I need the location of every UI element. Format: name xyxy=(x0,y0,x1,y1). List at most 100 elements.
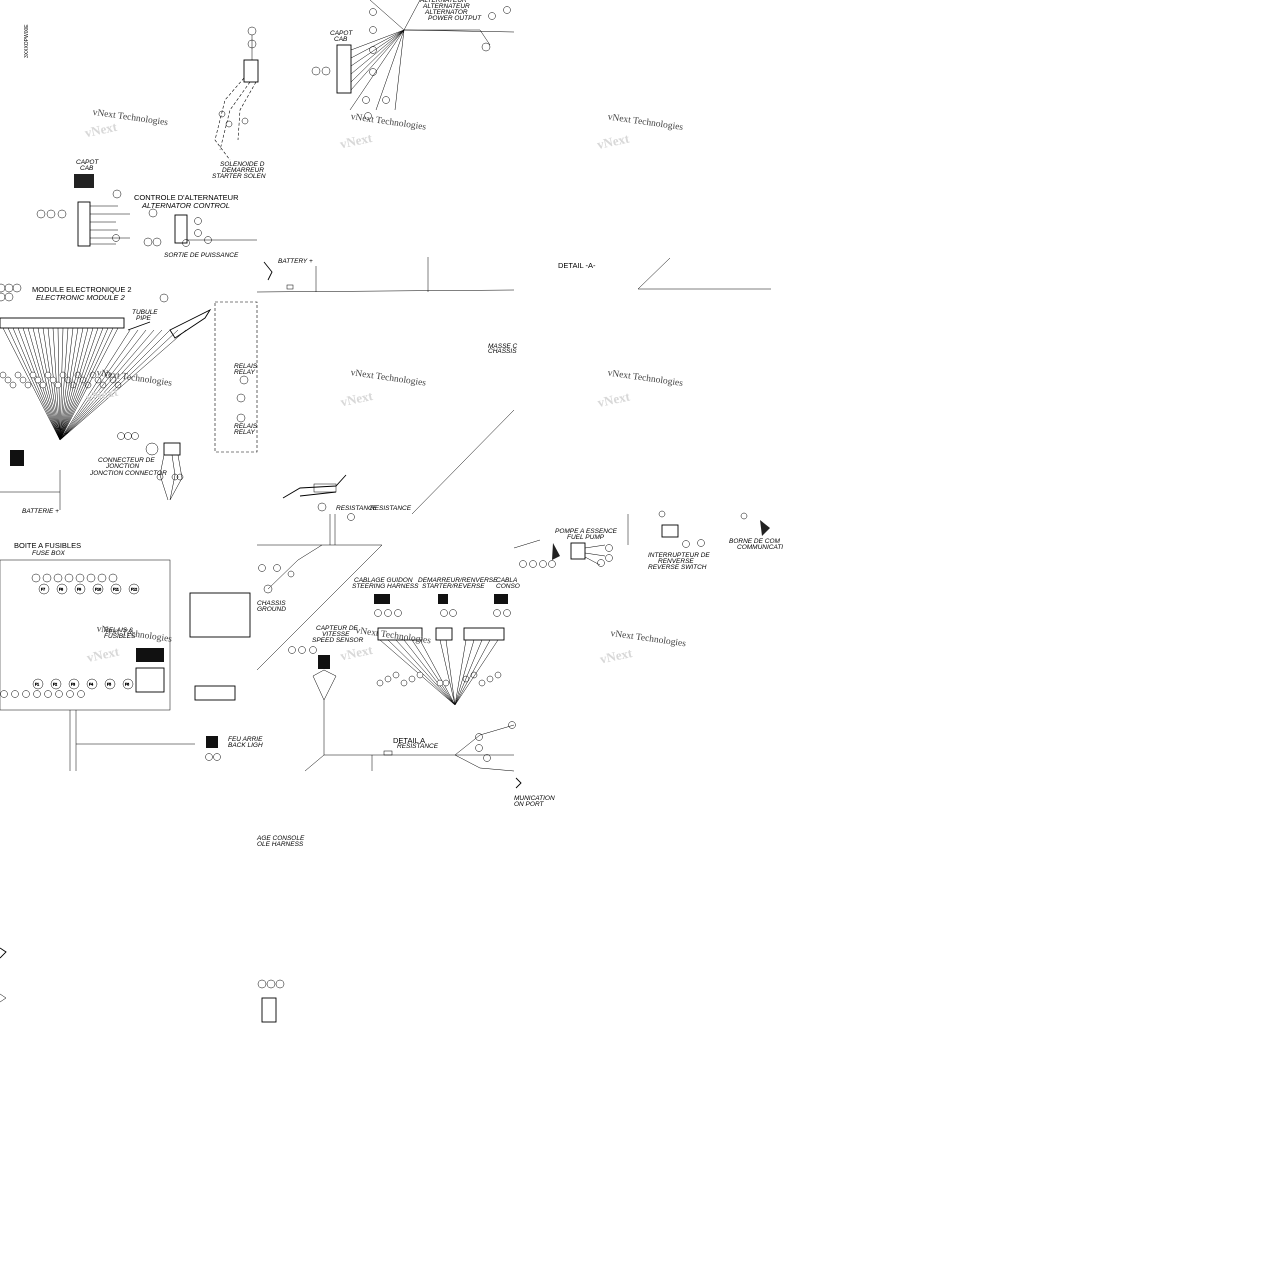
fuse-circle xyxy=(50,678,62,690)
svg-text:RENVERSE: RENVERSE xyxy=(658,558,694,565)
fuse-pin xyxy=(64,573,74,583)
solenoid-label: SOLENOIDE D xyxy=(220,161,265,168)
module-wire xyxy=(59,329,171,441)
module-wire xyxy=(32,327,61,441)
svg-text:CABLAGE GUIDON: CABLAGE GUIDON xyxy=(354,577,413,584)
harness-pin xyxy=(478,679,486,687)
module-wire xyxy=(59,329,147,441)
svg-text:ALTERNATEUR: ALTERNATEUR xyxy=(422,3,470,10)
harness-wire xyxy=(454,639,475,706)
svg-text:CAB: CAB xyxy=(334,36,348,43)
svg-text:vNext: vNext xyxy=(339,642,375,664)
svg-text:RELAIS: RELAIS xyxy=(234,423,258,430)
tile-d: MODULE ELECTRONIQUE 2 ELECTRONIC MODULE … xyxy=(0,283,258,515)
svg-text:vNext: vNext xyxy=(596,131,632,153)
svg-text:CABLA: CABLA xyxy=(496,577,517,584)
svg-text:RELAIS &: RELAIS & xyxy=(104,627,133,634)
svg-text:STEERING HARNESS: STEERING HARNESS xyxy=(352,583,419,590)
module-wire xyxy=(59,327,84,441)
module-wire xyxy=(59,329,187,441)
fuse-pin xyxy=(11,690,19,698)
fuse-label: F11 xyxy=(113,588,119,592)
module-wire xyxy=(59,327,79,441)
tile-i: POMPE A ESSENCE FUEL PUMP INTERRUPTEUR D… xyxy=(513,510,783,808)
module-pin xyxy=(54,381,62,389)
svg-text:COMMUNICATI: COMMUNICATI xyxy=(737,544,783,551)
svg-text:JONCTION CONNECTOR: JONCTION CONNECTOR xyxy=(89,470,167,477)
svg-text:vNext: vNext xyxy=(339,388,375,410)
module-wire xyxy=(59,329,179,441)
tile-f: DETAIL -A- vNext vNext Technologies xyxy=(558,257,771,410)
fuse-pin xyxy=(22,690,30,698)
svg-text:CAB: CAB xyxy=(80,165,94,172)
harness-wire xyxy=(411,639,456,706)
fuse-circle xyxy=(74,583,86,595)
harness-pin xyxy=(486,675,494,683)
fuse-circle xyxy=(68,678,80,690)
fuse-label: F5 xyxy=(107,683,111,687)
svg-text:ON PORT: ON PORT xyxy=(514,801,545,808)
svg-text:FEU ARRIE: FEU ARRIE xyxy=(228,736,263,743)
fuse-pin xyxy=(66,690,74,698)
module-wire xyxy=(59,327,69,441)
module-wire xyxy=(59,327,99,441)
svg-text:MUNICATION: MUNICATION xyxy=(514,795,555,802)
harness-wire xyxy=(454,639,467,706)
module-wire xyxy=(59,327,89,441)
fuse-pin xyxy=(44,690,52,698)
svg-text:SPEED SENSOR: SPEED SENSOR xyxy=(312,637,364,644)
svg-text:VITESSE: VITESSE xyxy=(322,631,350,638)
svg-text:CAPOT: CAPOT xyxy=(76,159,99,166)
battery-plus-label: BATTERY + xyxy=(278,258,313,265)
module-wire xyxy=(59,327,94,441)
module-wire xyxy=(59,327,119,441)
svg-text:FUSE BOX: FUSE BOX xyxy=(32,550,66,557)
module-pin xyxy=(0,371,7,379)
fuse-pin xyxy=(75,573,85,583)
svg-text:POWER OUTPUT: POWER OUTPUT xyxy=(428,15,482,22)
module-pin xyxy=(39,381,47,389)
module-pin xyxy=(9,381,17,389)
harness-pin xyxy=(408,675,416,683)
module2-label: MODULE ELECTRONIQUE 2 xyxy=(32,285,132,294)
harness-wire xyxy=(419,639,456,706)
svg-text:vNext Technologies: vNext Technologies xyxy=(607,112,684,133)
tile-b: ALTERNATEUR ALTERNATEUR ALTERNATOR POWER… xyxy=(311,0,515,151)
fuse-pin xyxy=(33,690,41,698)
fuse-label: F9 xyxy=(77,588,81,592)
module-pin xyxy=(4,376,12,384)
svg-text:OLE HARNESS: OLE HARNESS xyxy=(257,841,304,848)
harness-pin xyxy=(436,679,444,687)
harness-pin xyxy=(376,679,384,687)
svg-text:vNext Technologies: vNext Technologies xyxy=(96,624,173,645)
tile-e: BATTERY + MASSE C CHASSIS RESISTANCE RES… xyxy=(256,257,518,521)
svg-text:TUBULE: TUBULE xyxy=(132,309,158,316)
tile-c: vNext vNext Technologies xyxy=(596,112,684,152)
fuse-box-label: BOITE A FUSIBLES xyxy=(14,541,81,550)
module-wire xyxy=(59,327,74,441)
fuse-label: F8 xyxy=(59,588,63,592)
module-wire xyxy=(47,327,61,441)
fuse-circle xyxy=(92,583,104,595)
module-wire xyxy=(59,327,114,441)
fuse-label: F3 xyxy=(71,683,75,687)
side-code: 3XXXOPW00E xyxy=(24,24,30,58)
svg-text:BACK LIGH: BACK LIGH xyxy=(228,742,263,749)
alternator-control-label: CONTROLE D'ALTERNATEUR xyxy=(134,193,239,202)
svg-text:JONCTION: JONCTION xyxy=(105,463,140,470)
module-wire xyxy=(59,329,131,441)
svg-text:FUSIBLES: FUSIBLES xyxy=(104,633,136,640)
fuse-circle xyxy=(110,583,122,595)
fuse-pin xyxy=(97,573,107,583)
cab-connector xyxy=(74,174,94,188)
harness-pin xyxy=(400,679,408,687)
fuse-pin xyxy=(53,573,63,583)
module-wire xyxy=(12,327,61,441)
svg-text:RESISTANCE: RESISTANCE xyxy=(370,505,412,512)
module-wire xyxy=(59,327,64,441)
resistance-label: RESISTANCE xyxy=(336,505,378,512)
module-wire xyxy=(59,327,104,441)
fuse-label: F1 xyxy=(35,683,39,687)
module-wire xyxy=(2,327,61,441)
